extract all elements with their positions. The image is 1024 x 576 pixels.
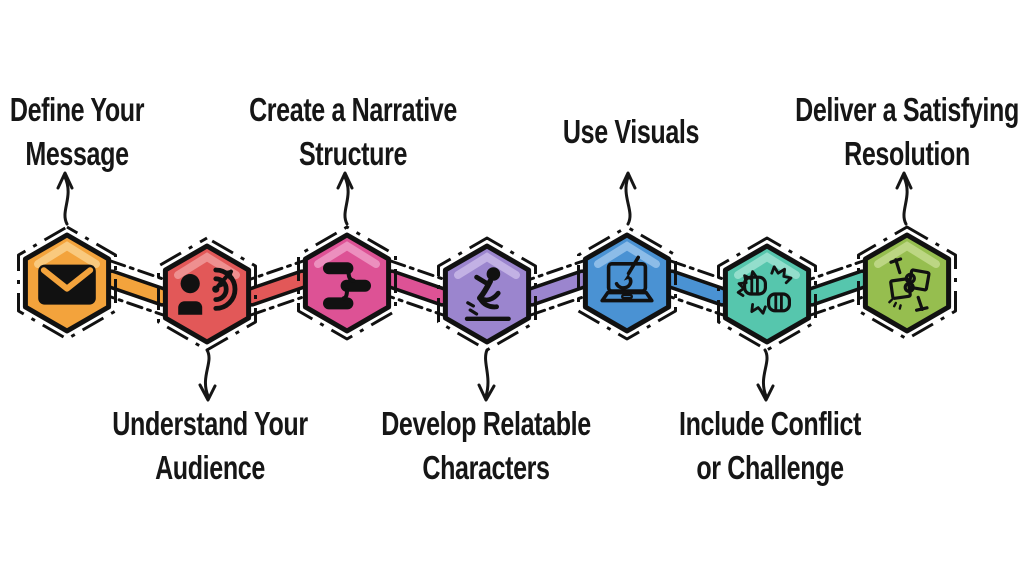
label-line: Resolution <box>844 135 970 172</box>
slipping-person-icon <box>464 267 511 322</box>
label-line: Audience <box>155 449 265 486</box>
label-line: Include Conflict <box>678 405 862 442</box>
step-label-deliver-satisfying-resolution: Deliver a Satisfying Resolution <box>782 88 1024 176</box>
arrow-down-to-conflict-challenge <box>752 346 780 411</box>
label-line: Use Visuals <box>562 113 700 150</box>
arrow-up-to-use-visuals <box>614 164 642 233</box>
puzzle-hands-icon <box>888 257 931 312</box>
label-line: or Challenge <box>696 449 844 486</box>
envelope-icon <box>38 264 96 305</box>
narrative-structure-icon <box>323 262 371 310</box>
sketch-outline <box>17 225 117 341</box>
arrow-down-to-understand-audience <box>194 346 222 411</box>
audience-target-icon <box>178 267 238 315</box>
fists-conflict-icon <box>736 265 793 315</box>
arrow-down-to-relatable-characters <box>473 346 501 411</box>
step-hexagon-understand-audience <box>149 234 265 354</box>
arrow-up-to-satisfying-resolution <box>892 164 920 233</box>
label-line: Define Your <box>9 91 145 128</box>
step-label-understand-your-audience: Understand Your Audience <box>85 402 336 490</box>
step-hexagon-use-visuals <box>569 223 685 343</box>
step-hexagon-satisfying-resolution <box>849 223 965 343</box>
label-line: Structure <box>298 135 408 172</box>
step-hexagon-relatable-characters <box>429 234 545 354</box>
label-line: Create a Narrative <box>249 91 457 128</box>
sketch-outline <box>857 225 957 341</box>
sketch-outline <box>297 225 397 341</box>
step-hexagon-narrative-structure <box>289 223 405 343</box>
step-label-create-narrative-structure: Create a Narrative Structure <box>228 88 479 176</box>
sketch-outline <box>157 236 257 352</box>
arrow-up-to-narrative-structure <box>333 164 361 233</box>
sketch-outline <box>437 236 537 352</box>
step-label-include-conflict-or-challenge: Include Conflict or Challenge <box>645 402 896 490</box>
label-line: Understand Your <box>112 405 308 442</box>
label-line: Message <box>25 135 129 172</box>
sketch-outline <box>577 225 677 341</box>
step-label-define-your-message: Define Your Message <box>0 88 202 176</box>
step-label-use-visuals: Use Visuals <box>506 110 757 154</box>
label-line: Develop Relatable <box>381 405 591 442</box>
sketch-outline <box>717 236 817 352</box>
label-line: Deliver a Satisfying <box>795 91 1019 128</box>
step-hexagon-define-message <box>9 223 125 343</box>
laptop-paintbrush-icon <box>600 255 654 303</box>
step-label-develop-relatable-characters: Develop Relatable Characters <box>361 402 612 490</box>
label-line: Characters <box>422 449 550 486</box>
arrow-up-to-define-message <box>53 164 81 233</box>
step-hexagon-conflict-challenge <box>709 234 825 354</box>
